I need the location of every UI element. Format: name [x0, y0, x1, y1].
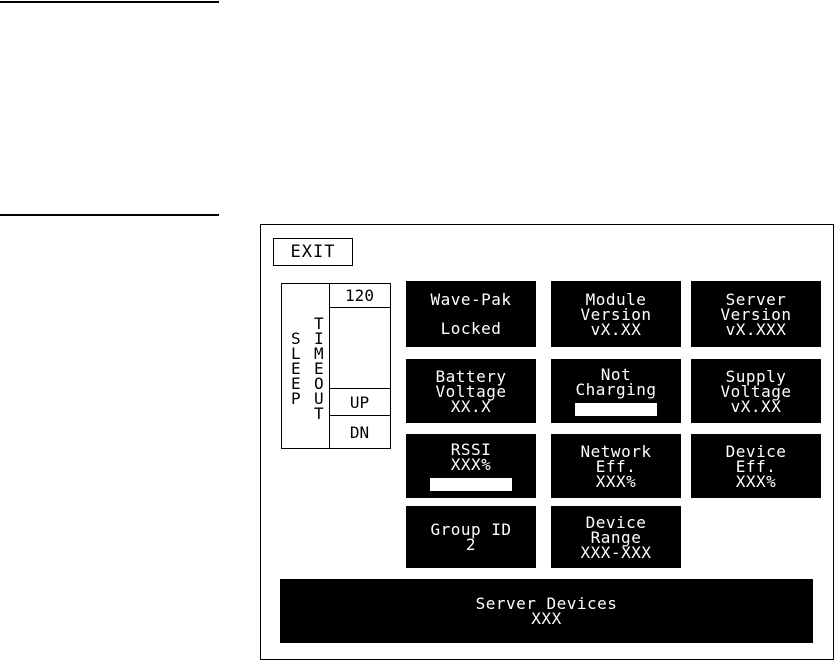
- tile-label: Wave-Pak: [430, 290, 512, 309]
- tile-label: Module: [585, 289, 647, 309]
- tile-value: vX.XX: [730, 396, 782, 416]
- sleep-letter: L: [291, 344, 301, 363]
- tile-value: XXX%: [450, 454, 492, 474]
- tile-value: vX.XX: [590, 319, 642, 339]
- tile-label: Group ID: [430, 520, 512, 539]
- tile-label: Not: [600, 364, 632, 384]
- charging-progress-bar: [575, 402, 657, 416]
- sleep-timeout-up-button[interactable]: UP: [329, 388, 390, 416]
- top-divider-line: [0, 1, 219, 3]
- sleep-timeout-divider: [329, 284, 330, 448]
- sleep-timeout-down-button[interactable]: DN: [349, 422, 370, 442]
- group-id-tile[interactable]: Group ID 2: [406, 506, 536, 568]
- sleep-timeout-control: S L E E P T I M E O U T 120 UP DN: [281, 283, 391, 449]
- tile-label: Device: [725, 441, 787, 461]
- timeout-letter: T: [314, 404, 324, 423]
- tile-label: Charging: [575, 379, 657, 399]
- tile-value: Locked: [440, 319, 502, 338]
- tile-label: Server: [725, 289, 787, 309]
- device-range-tile[interactable]: Device Range XXX-XXX: [551, 506, 681, 568]
- tile-value: XXX%: [735, 471, 777, 491]
- wave-pak-tile[interactable]: Wave-Pak Locked: [406, 281, 536, 347]
- tile-label: Server Devices: [475, 594, 618, 613]
- timeout-letter: E: [314, 359, 324, 378]
- tile-value: XXX-XXX: [580, 542, 652, 562]
- tile-label: Device: [585, 512, 647, 532]
- tile-label: Voltage: [720, 381, 792, 401]
- tile-label: Battery: [435, 366, 507, 386]
- timeout-letter: O: [314, 374, 324, 393]
- timeout-letter: M: [314, 344, 324, 363]
- timeout-letter: T: [314, 314, 324, 333]
- tile-value: XXX: [531, 609, 562, 628]
- tile-value: 2: [465, 535, 477, 554]
- sleep-letter: S: [291, 329, 301, 348]
- tile-label: RSSI: [450, 439, 492, 459]
- module-version-tile[interactable]: Module Version vX.XX: [551, 281, 681, 347]
- timeout-label: T I M E O U T: [314, 314, 324, 423]
- sleep-letter: P: [291, 389, 301, 408]
- tile-value: XXX%: [595, 471, 637, 491]
- tile-label: Eff.: [735, 456, 777, 476]
- tile-label: Eff.: [595, 456, 637, 476]
- rssi-tile[interactable]: RSSI XXX%: [406, 434, 536, 498]
- supply-voltage-tile[interactable]: Supply Voltage vX.XX: [691, 359, 821, 423]
- device-efficiency-tile[interactable]: Device Eff. XXX%: [691, 434, 821, 498]
- timeout-letter: U: [314, 389, 324, 408]
- rssi-signal-bar: [430, 477, 512, 491]
- server-devices-tile[interactable]: Server Devices XXX: [280, 579, 813, 643]
- sleep-letter: E: [291, 374, 301, 393]
- tile-label: Network: [580, 441, 652, 461]
- tile-value: XX.X: [450, 396, 492, 416]
- exit-button[interactable]: EXIT: [273, 238, 353, 266]
- sleep-timeout-value: 120: [329, 284, 390, 308]
- charging-status-tile[interactable]: Not Charging: [551, 359, 681, 423]
- tile-label: Voltage: [435, 381, 507, 401]
- middle-divider-line: [0, 214, 219, 216]
- battery-voltage-tile[interactable]: Battery Voltage XX.X: [406, 359, 536, 423]
- server-version-tile[interactable]: Server Version vX.XXX: [691, 281, 821, 347]
- tile-value: vX.XXX: [725, 319, 787, 339]
- network-efficiency-tile[interactable]: Network Eff. XXX%: [551, 434, 681, 498]
- timeout-letter: I: [314, 329, 324, 348]
- status-panel: EXIT S L E E P T I M E O U T 120 UP DN W…: [260, 224, 834, 660]
- tile-label: Version: [580, 304, 652, 324]
- sleep-label: S L E E P: [291, 329, 301, 408]
- sleep-letter: E: [291, 359, 301, 378]
- tile-label: Version: [720, 304, 792, 324]
- tile-label: Supply: [725, 366, 787, 386]
- tile-label: Range: [590, 527, 642, 547]
